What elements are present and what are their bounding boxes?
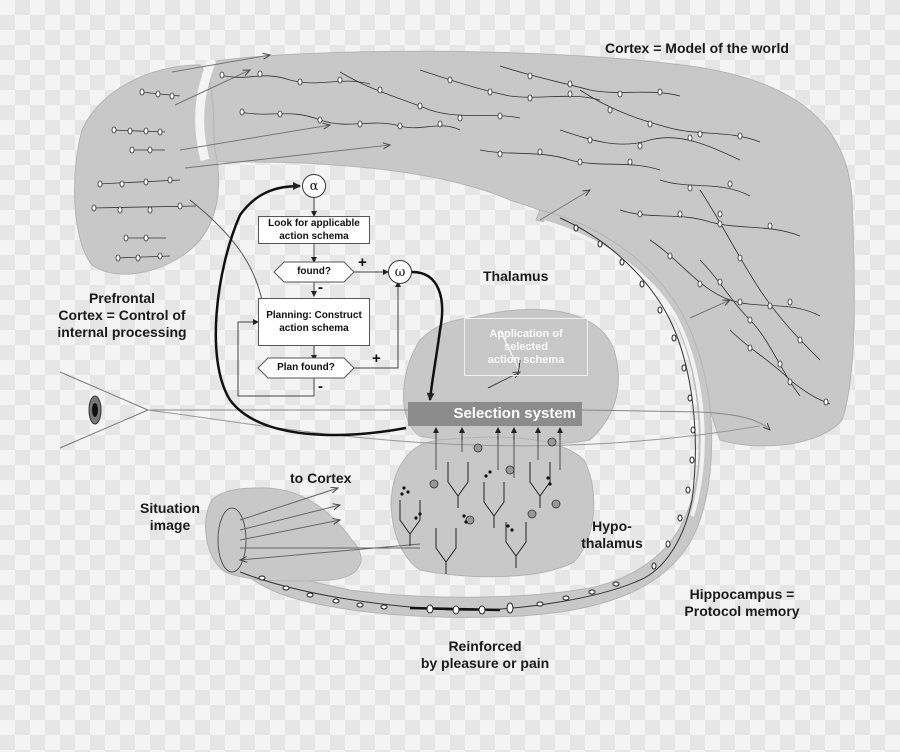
prefrontal-label-line1: Prefrontal — [88, 290, 156, 306]
hypothalamus-label-line2: thalamus — [581, 535, 643, 551]
hippocampus-label-line1: Hippocampus = — [689, 586, 795, 602]
found-decision: found? — [297, 266, 331, 277]
prefrontal-region — [74, 64, 220, 275]
situation-image-label: Situation image — [130, 500, 210, 534]
application-line2: selected — [503, 340, 548, 353]
plan-minus-sign: - — [318, 378, 323, 395]
planning-box: Planning: Construct action schema — [258, 298, 370, 346]
hypothalamus-region — [390, 436, 595, 578]
reinforced-label: Reinforced by pleasure or pain — [400, 638, 570, 672]
neuron-icon — [429, 428, 561, 525]
reinforced-label-line1: Reinforced — [448, 638, 522, 654]
situation-region — [205, 487, 362, 582]
planning-box-line1: Planning: Construct — [266, 310, 362, 321]
planning-box-line2: action schema — [279, 323, 349, 334]
found-minus-sign: - — [318, 279, 323, 296]
selection-system-bar: Selection system — [408, 402, 582, 426]
cortex-network — [219, 65, 831, 406]
look-box-line2: action schema — [279, 231, 349, 242]
hypothalamus-label: Hypo- thalamus — [574, 518, 650, 552]
plan-plus-sign: + — [372, 350, 381, 367]
application-box: Application of selected action schema — [464, 318, 588, 376]
application-line1: Application of — [489, 327, 563, 340]
omega-node: ω — [388, 260, 412, 284]
to-cortex-label: to Cortex — [290, 470, 352, 486]
alpha-node: α — [302, 174, 326, 198]
eye-icon — [59, 371, 150, 449]
thalamus-label: Thalamus — [483, 268, 549, 284]
prefrontal-label-line2: Cortex = Control of — [58, 307, 186, 323]
look-for-schema-box: Look for applicable action schema — [258, 216, 370, 244]
reinforced-label-line2: by pleasure or pain — [420, 655, 550, 671]
hippocampus-label: Hippocampus = Protocol memory — [672, 586, 812, 620]
plan-found-decision: Plan found? — [277, 362, 335, 373]
look-box-line1: Look for applicable — [268, 218, 360, 229]
situation-label-line2: image — [149, 517, 191, 533]
application-line3: action schema — [487, 353, 565, 366]
protocol-chain — [239, 571, 641, 615]
prefrontal-label-line3: internal processing — [57, 324, 187, 340]
hypothalamus-label-line1: Hypo- — [592, 518, 632, 534]
hippocampus-label-line2: Protocol memory — [684, 603, 800, 619]
cortex-label: Cortex = Model of the world — [605, 40, 789, 56]
prefrontal-label: Prefrontal Cortex = Control of internal … — [34, 290, 210, 341]
situation-label-line1: Situation — [140, 500, 200, 516]
found-plus-sign: + — [358, 254, 367, 271]
